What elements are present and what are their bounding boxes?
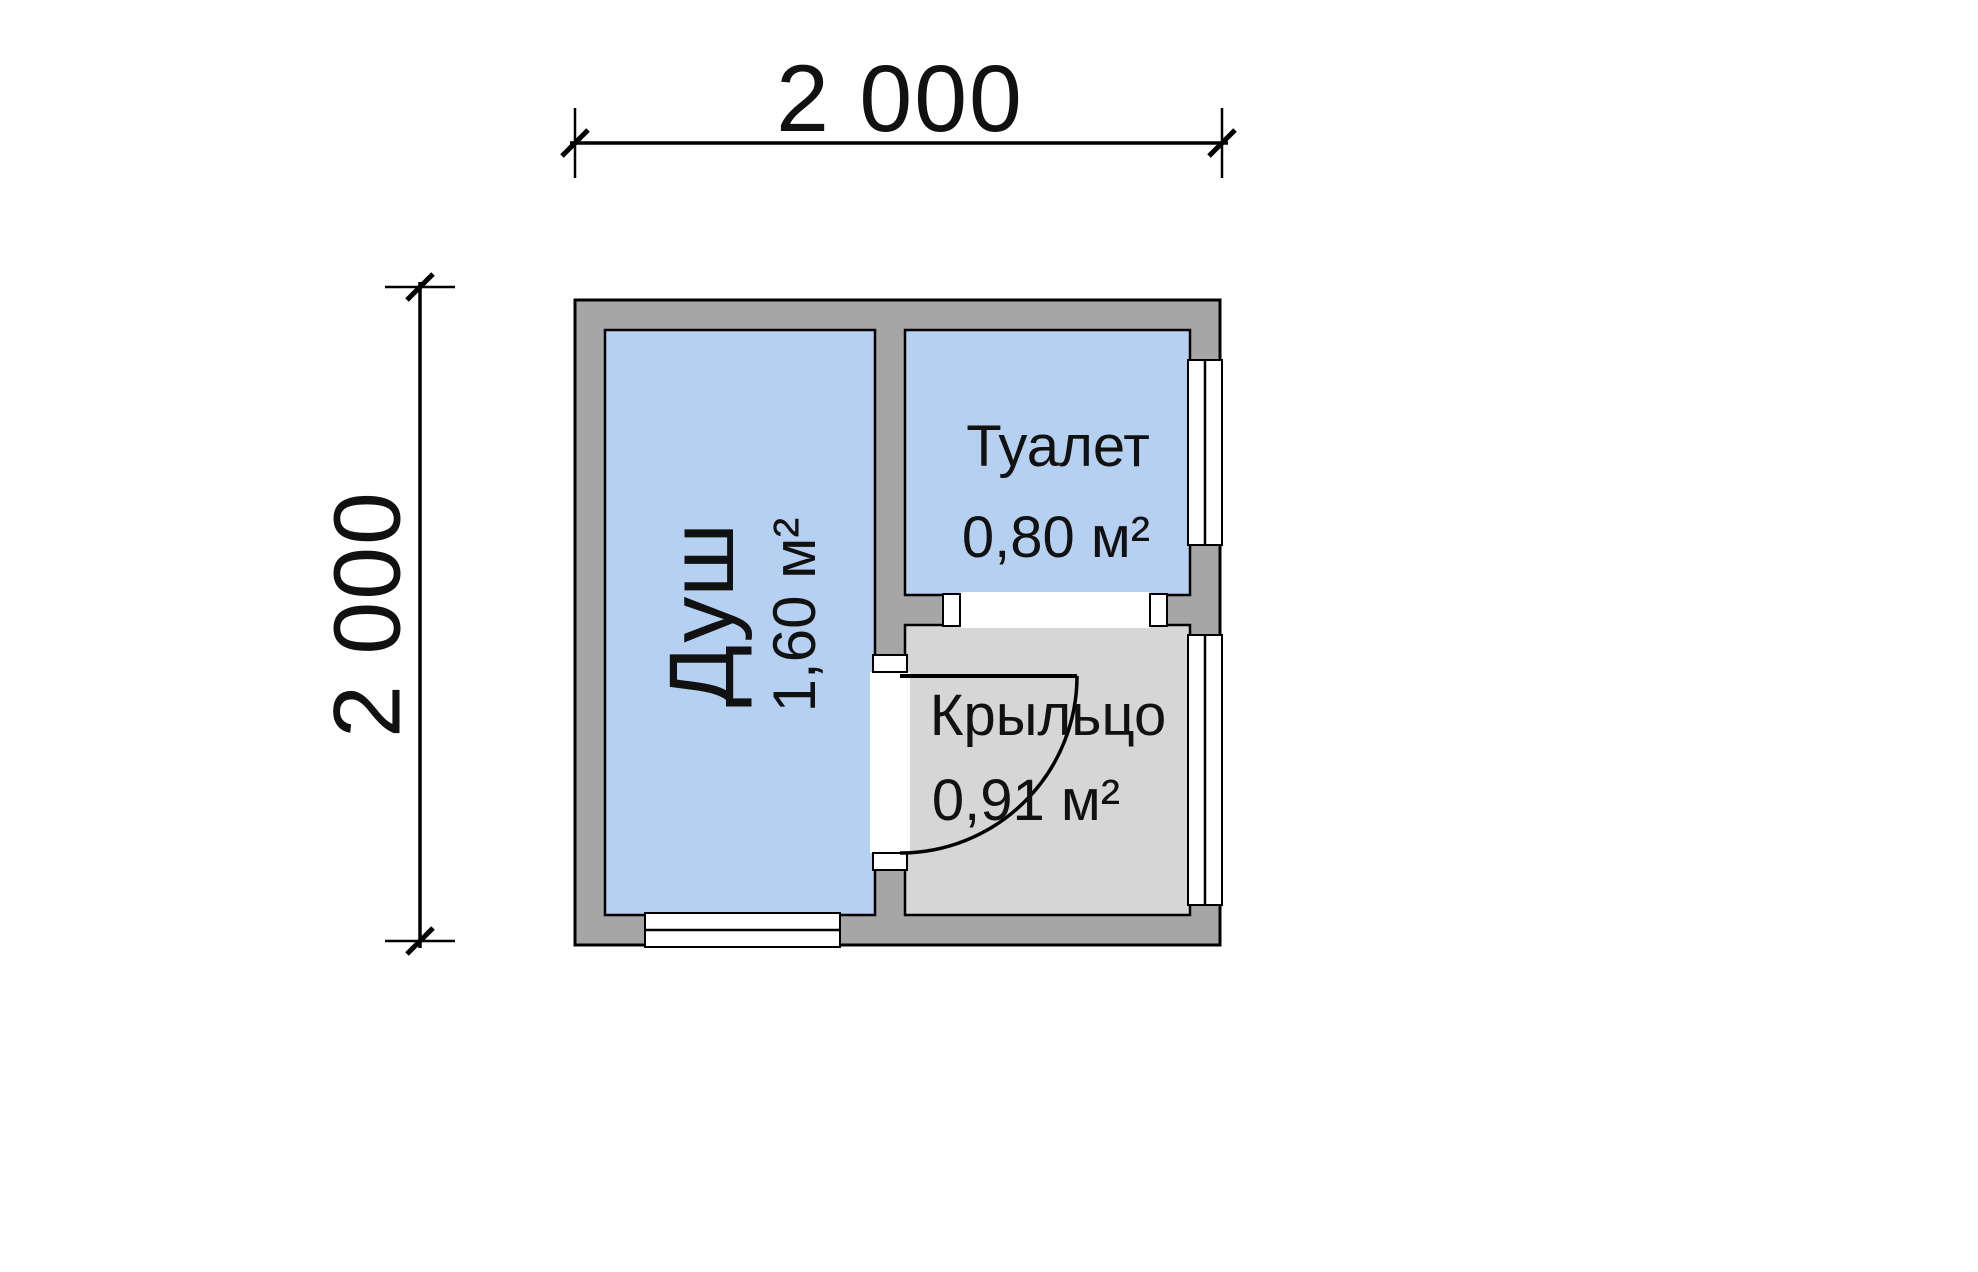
room-label-porch: Крыльцо — [929, 683, 1167, 748]
porch-floor — [903, 623, 1192, 917]
dimension-tick — [405, 272, 435, 302]
dimension-line-top — [560, 108, 1237, 178]
dimension-line-left — [385, 272, 455, 956]
shower-door-jamb-top — [872, 654, 908, 673]
window-bottom-shower — [644, 912, 841, 948]
shower-door-opening — [870, 672, 910, 853]
window-right-porch — [1187, 634, 1223, 906]
room-label-shower: Душ — [651, 522, 753, 708]
door-swing-arc — [899, 675, 1079, 855]
room-area-toilet: 0,80 м² — [961, 505, 1151, 570]
shower-room-floor — [603, 328, 877, 917]
room-label-toilet: Туалет — [966, 414, 1150, 479]
toilet-door-opening — [960, 592, 1150, 628]
room-area-shower: 1,60 м² — [761, 517, 828, 713]
toilet-door-jamb-left — [942, 593, 961, 627]
room-area-porch: 0,91 м² — [931, 768, 1121, 833]
window-right-toilet — [1187, 359, 1223, 546]
dimension-tick — [405, 926, 435, 956]
dimension-tick — [560, 128, 590, 158]
toilet-room-floor — [903, 328, 1192, 597]
dimension-width-label: 2 000 — [776, 46, 1024, 152]
shower-door-jamb-bottom — [872, 852, 908, 871]
toilet-door-jamb-right — [1149, 593, 1168, 627]
dimension-tick — [1207, 128, 1237, 158]
dimension-height-label: 2 000 — [314, 490, 421, 738]
